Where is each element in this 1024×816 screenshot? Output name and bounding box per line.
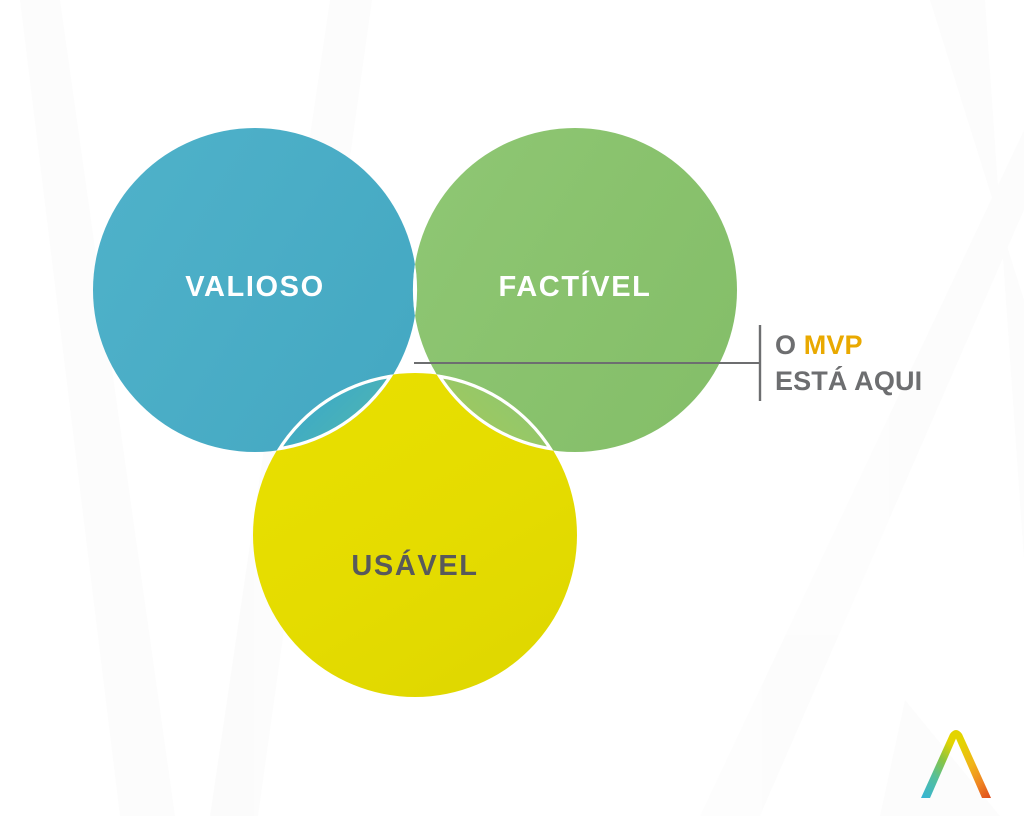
venn-circle-factivel[interactable] [413, 128, 737, 452]
venn-circle-usavel[interactable] [253, 373, 577, 697]
callout-prefix: O [775, 330, 804, 360]
venn-circle-valioso[interactable] [93, 128, 417, 452]
mvp-callout: O MVP ESTÁ AQUI [775, 327, 1015, 399]
callout-accent-mvp: MVP [803, 330, 863, 360]
callout-line-1: O MVP [775, 327, 1015, 363]
lambda-logo [921, 730, 991, 798]
venn-label-usavel: USÁVEL [351, 550, 479, 582]
callout-leader-line [414, 325, 762, 401]
venn-label-factivel: FACTÍVEL [498, 271, 652, 303]
callout-line-2: ESTÁ AQUI [775, 366, 923, 396]
venn-label-valioso: VALIOSO [185, 271, 325, 303]
